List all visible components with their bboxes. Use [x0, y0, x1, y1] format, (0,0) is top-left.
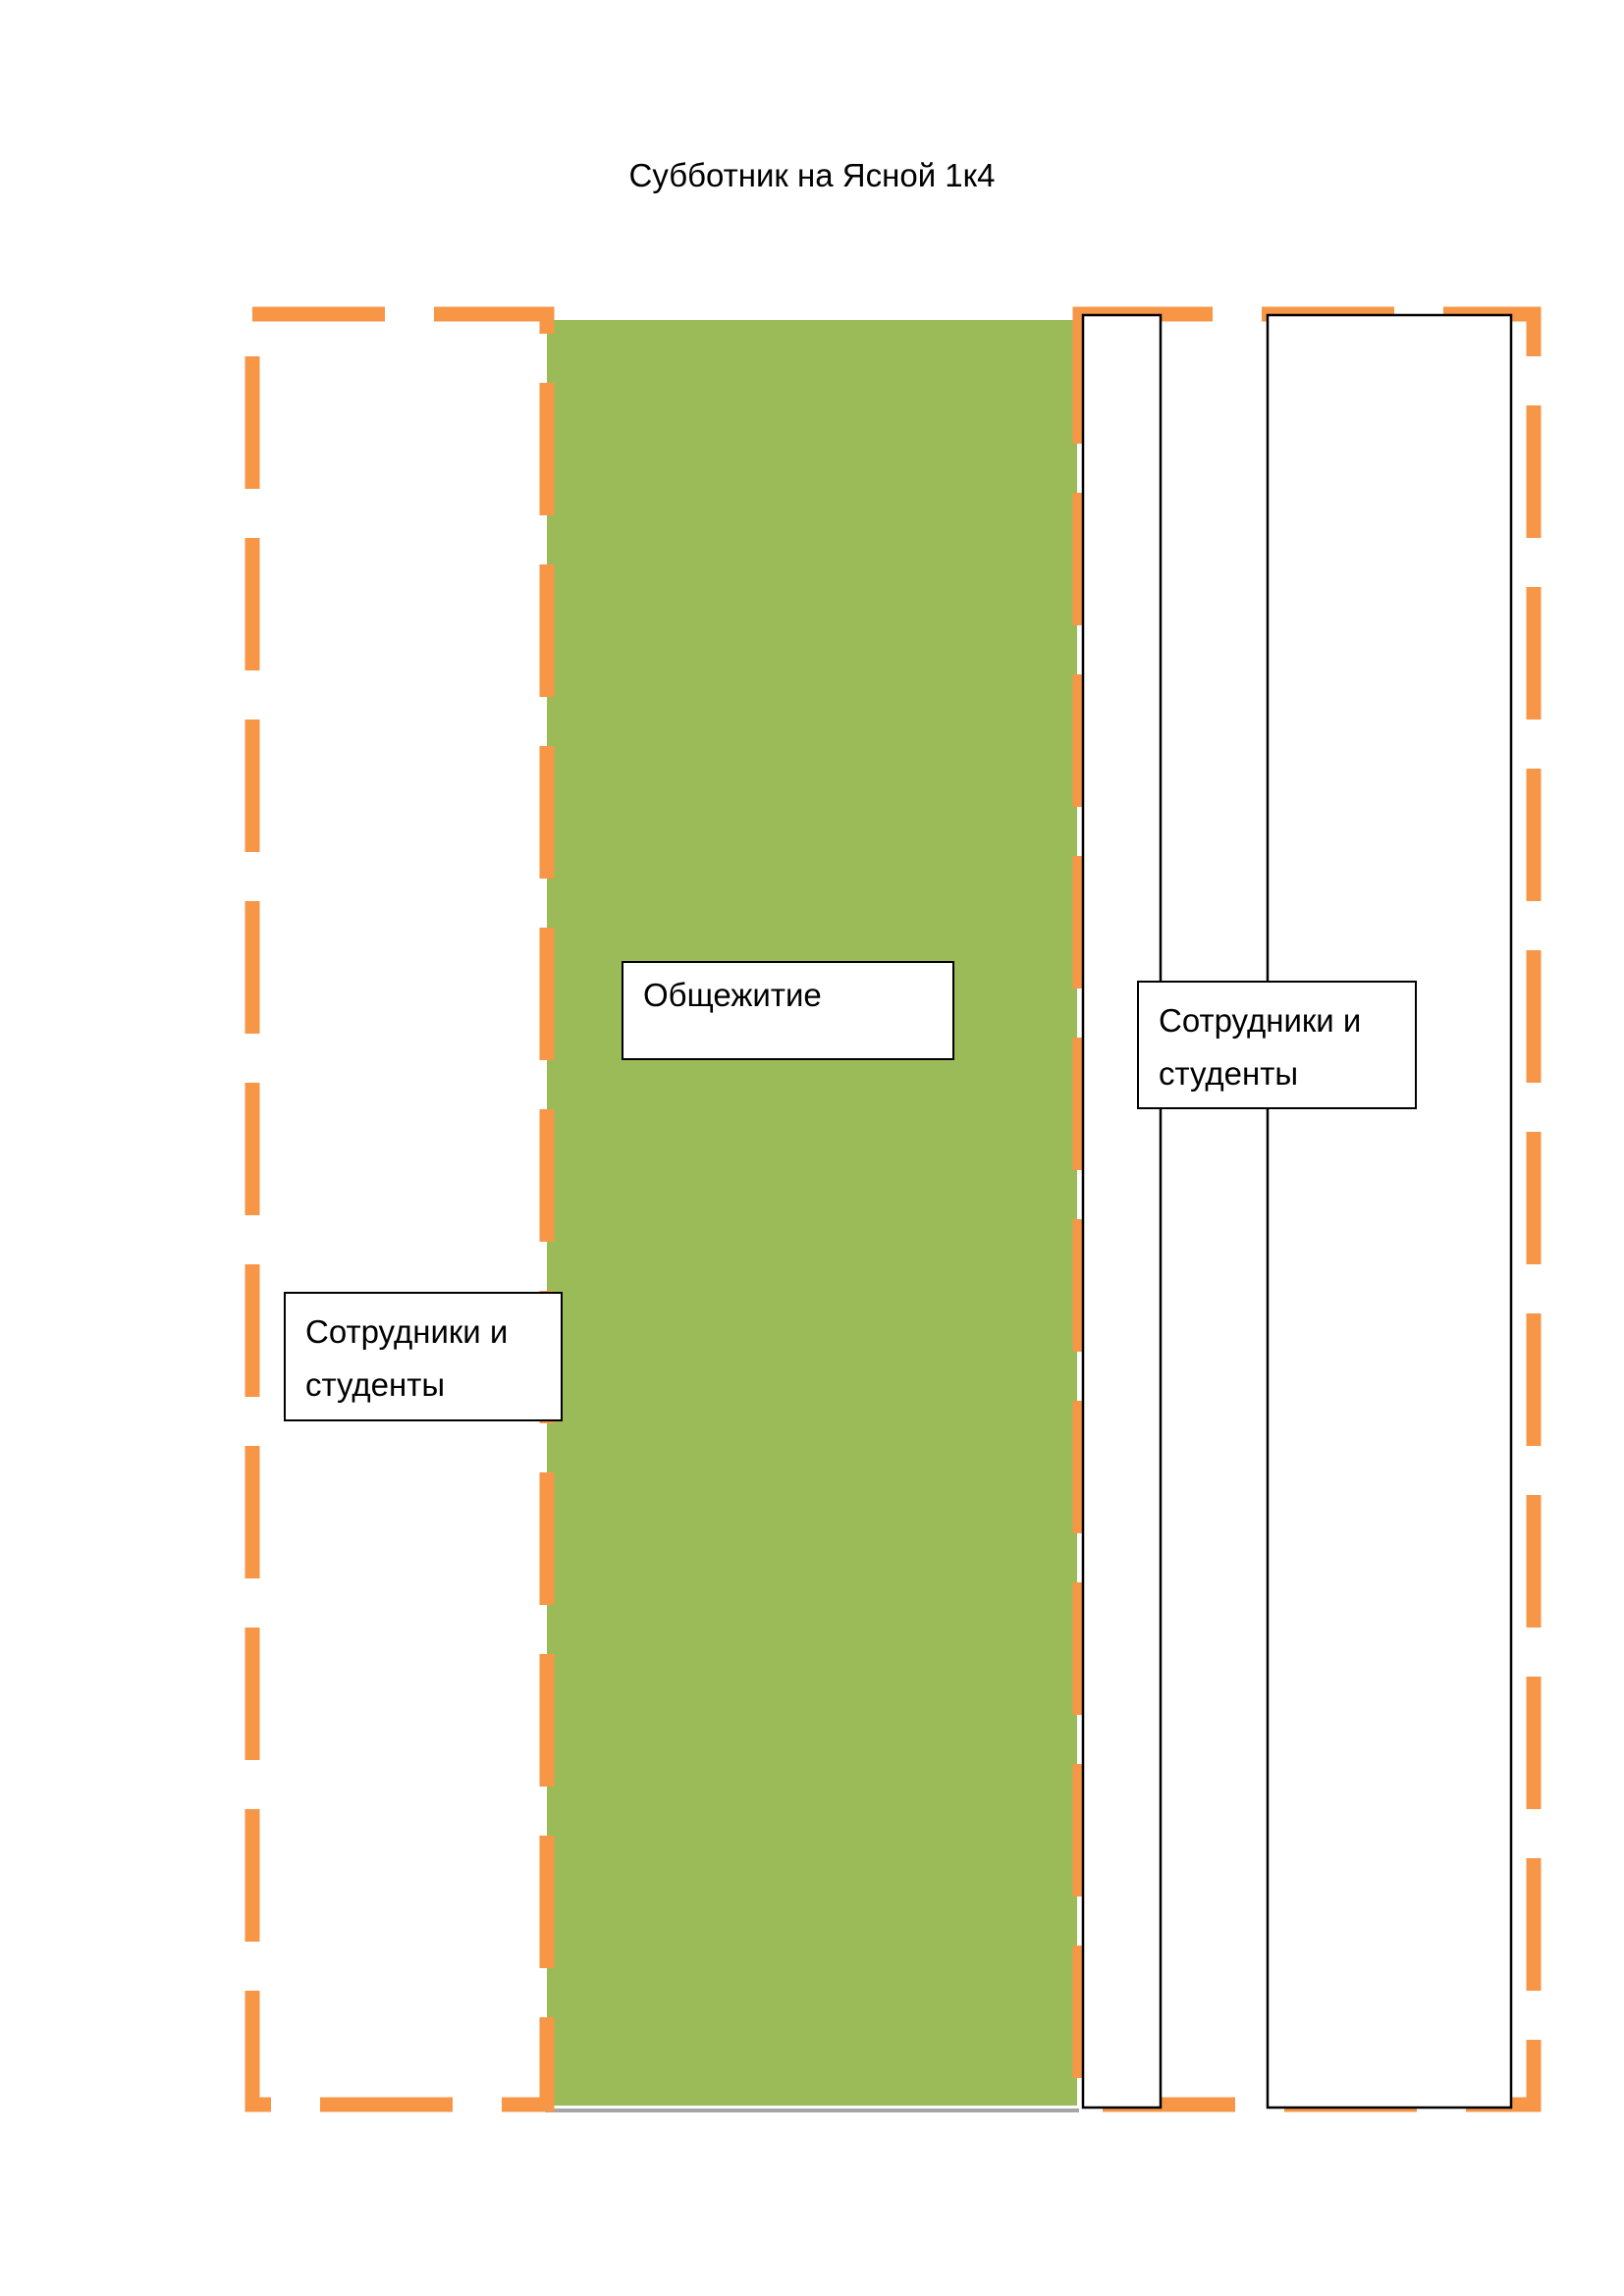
right-zone-label-line1: Сотрудники и — [1159, 1002, 1362, 1039]
dormitory-label-text: Общежитие — [643, 977, 822, 1013]
right-zone-label-line2: студенты — [1159, 1055, 1299, 1092]
narrow-strip — [1081, 313, 1163, 2109]
right-zone-label: Сотрудники и студенты — [1137, 981, 1417, 1109]
dormitory-building — [547, 320, 1077, 2106]
dormitory-label: Общежитие — [622, 961, 954, 1060]
page-title: Субботник на Ясной 1к4 — [628, 157, 996, 193]
wide-strip — [1266, 313, 1513, 2109]
left-zone-label-line2: студенты — [305, 1366, 446, 1403]
left-cleanup-zone — [244, 306, 555, 2112]
left-zone-label-line1: Сотрудники и — [305, 1313, 509, 1350]
left-zone-label: Сотрудники и студенты — [284, 1292, 563, 1421]
